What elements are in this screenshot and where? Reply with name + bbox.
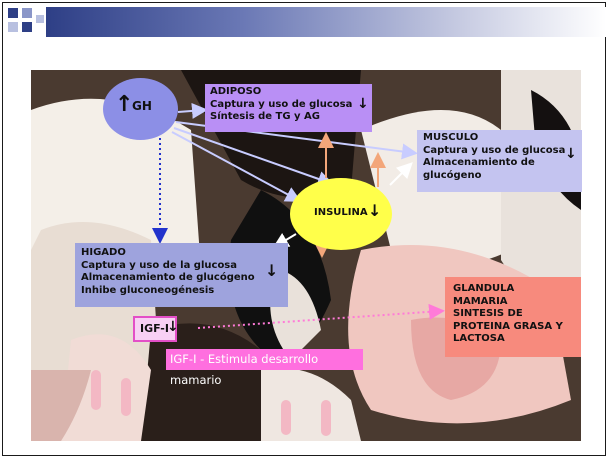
down-arrow-icon: ↓ <box>167 319 179 335</box>
adiposo-line-2: Síntesis de TG y AG <box>210 111 321 122</box>
slide-frame <box>2 2 606 456</box>
down-arrow-icon: ↓ <box>357 96 369 112</box>
corner-square-4 <box>22 22 32 32</box>
corner-square-2 <box>22 8 32 18</box>
adiposo-line-1: Captura y uso de glucosa <box>210 98 353 110</box>
down-arrow-icon: ↓ <box>368 201 382 220</box>
header-gradient-bar <box>46 7 606 37</box>
glandula-line-2: SINTESIS DE <box>453 308 523 319</box>
adiposo-box: ADIPOSO Captura y uso de glucosa Síntesi… <box>205 84 372 132</box>
insulina-node: INSULINA ↓ <box>290 178 392 250</box>
igf-stimulates-banner: IGF-I - Estimula desarrollo mamario <box>166 349 363 387</box>
igf-label: IGF-I <box>140 322 169 335</box>
glandula-line-0: GLANDULA <box>453 283 515 294</box>
musculo-line-2: Almacenamiento de <box>423 157 535 168</box>
glandula-line-1: MAMARIA <box>453 295 508 307</box>
gh-label: GH <box>132 99 152 113</box>
igf-to-glandula-arrow <box>197 303 445 329</box>
gh-to-insulina-arrow <box>173 127 334 187</box>
corner-square-3 <box>8 22 18 32</box>
up-arrow-icon: ↑ <box>115 92 134 117</box>
adiposo-title: ADIPOSO <box>210 86 262 97</box>
gh-to-adiposo-arrow <box>177 102 208 119</box>
corner-square-5 <box>36 15 44 23</box>
musculo-line-1: Captura y uso de glucosa <box>423 144 566 156</box>
higado-line-1: Captura y uso de la glucosa <box>81 259 238 271</box>
musculo-box: MUSCULO Captura y uso de glucosa Almacen… <box>417 130 582 192</box>
glandula-mamaria-box: GLANDULA MAMARIA SINTESIS DE PROTEINA GR… <box>445 277 581 357</box>
corner-square-1 <box>8 8 18 18</box>
gh-node: ↑ GH <box>103 78 178 140</box>
higado-box: HIGADO Captura y uso de la glucosa Almac… <box>75 243 288 307</box>
musculo-title: MUSCULO <box>423 132 479 143</box>
igf-box: IGF-I ↓ <box>133 316 179 342</box>
higado-line-3: Inhibe gluconeogénesis <box>81 284 215 296</box>
down-arrow-icon: ↓ <box>565 146 577 162</box>
higado-line-2: Almacenamiento de glucógeno <box>81 272 255 283</box>
insulina-to-musculo-white-arrow <box>389 162 413 186</box>
insulina-label: INSULINA <box>314 207 368 218</box>
glandula-line-3: PROTEINA GRASA Y <box>453 320 563 332</box>
gh-to-insulina-arrow-2 <box>171 131 302 202</box>
glandula-line-4: LACTOSA <box>453 333 505 344</box>
musculo-line-3: glucógeno <box>423 169 482 181</box>
higado-title: HIGADO <box>81 247 126 258</box>
down-arrow-icon: ↓ <box>265 261 279 280</box>
